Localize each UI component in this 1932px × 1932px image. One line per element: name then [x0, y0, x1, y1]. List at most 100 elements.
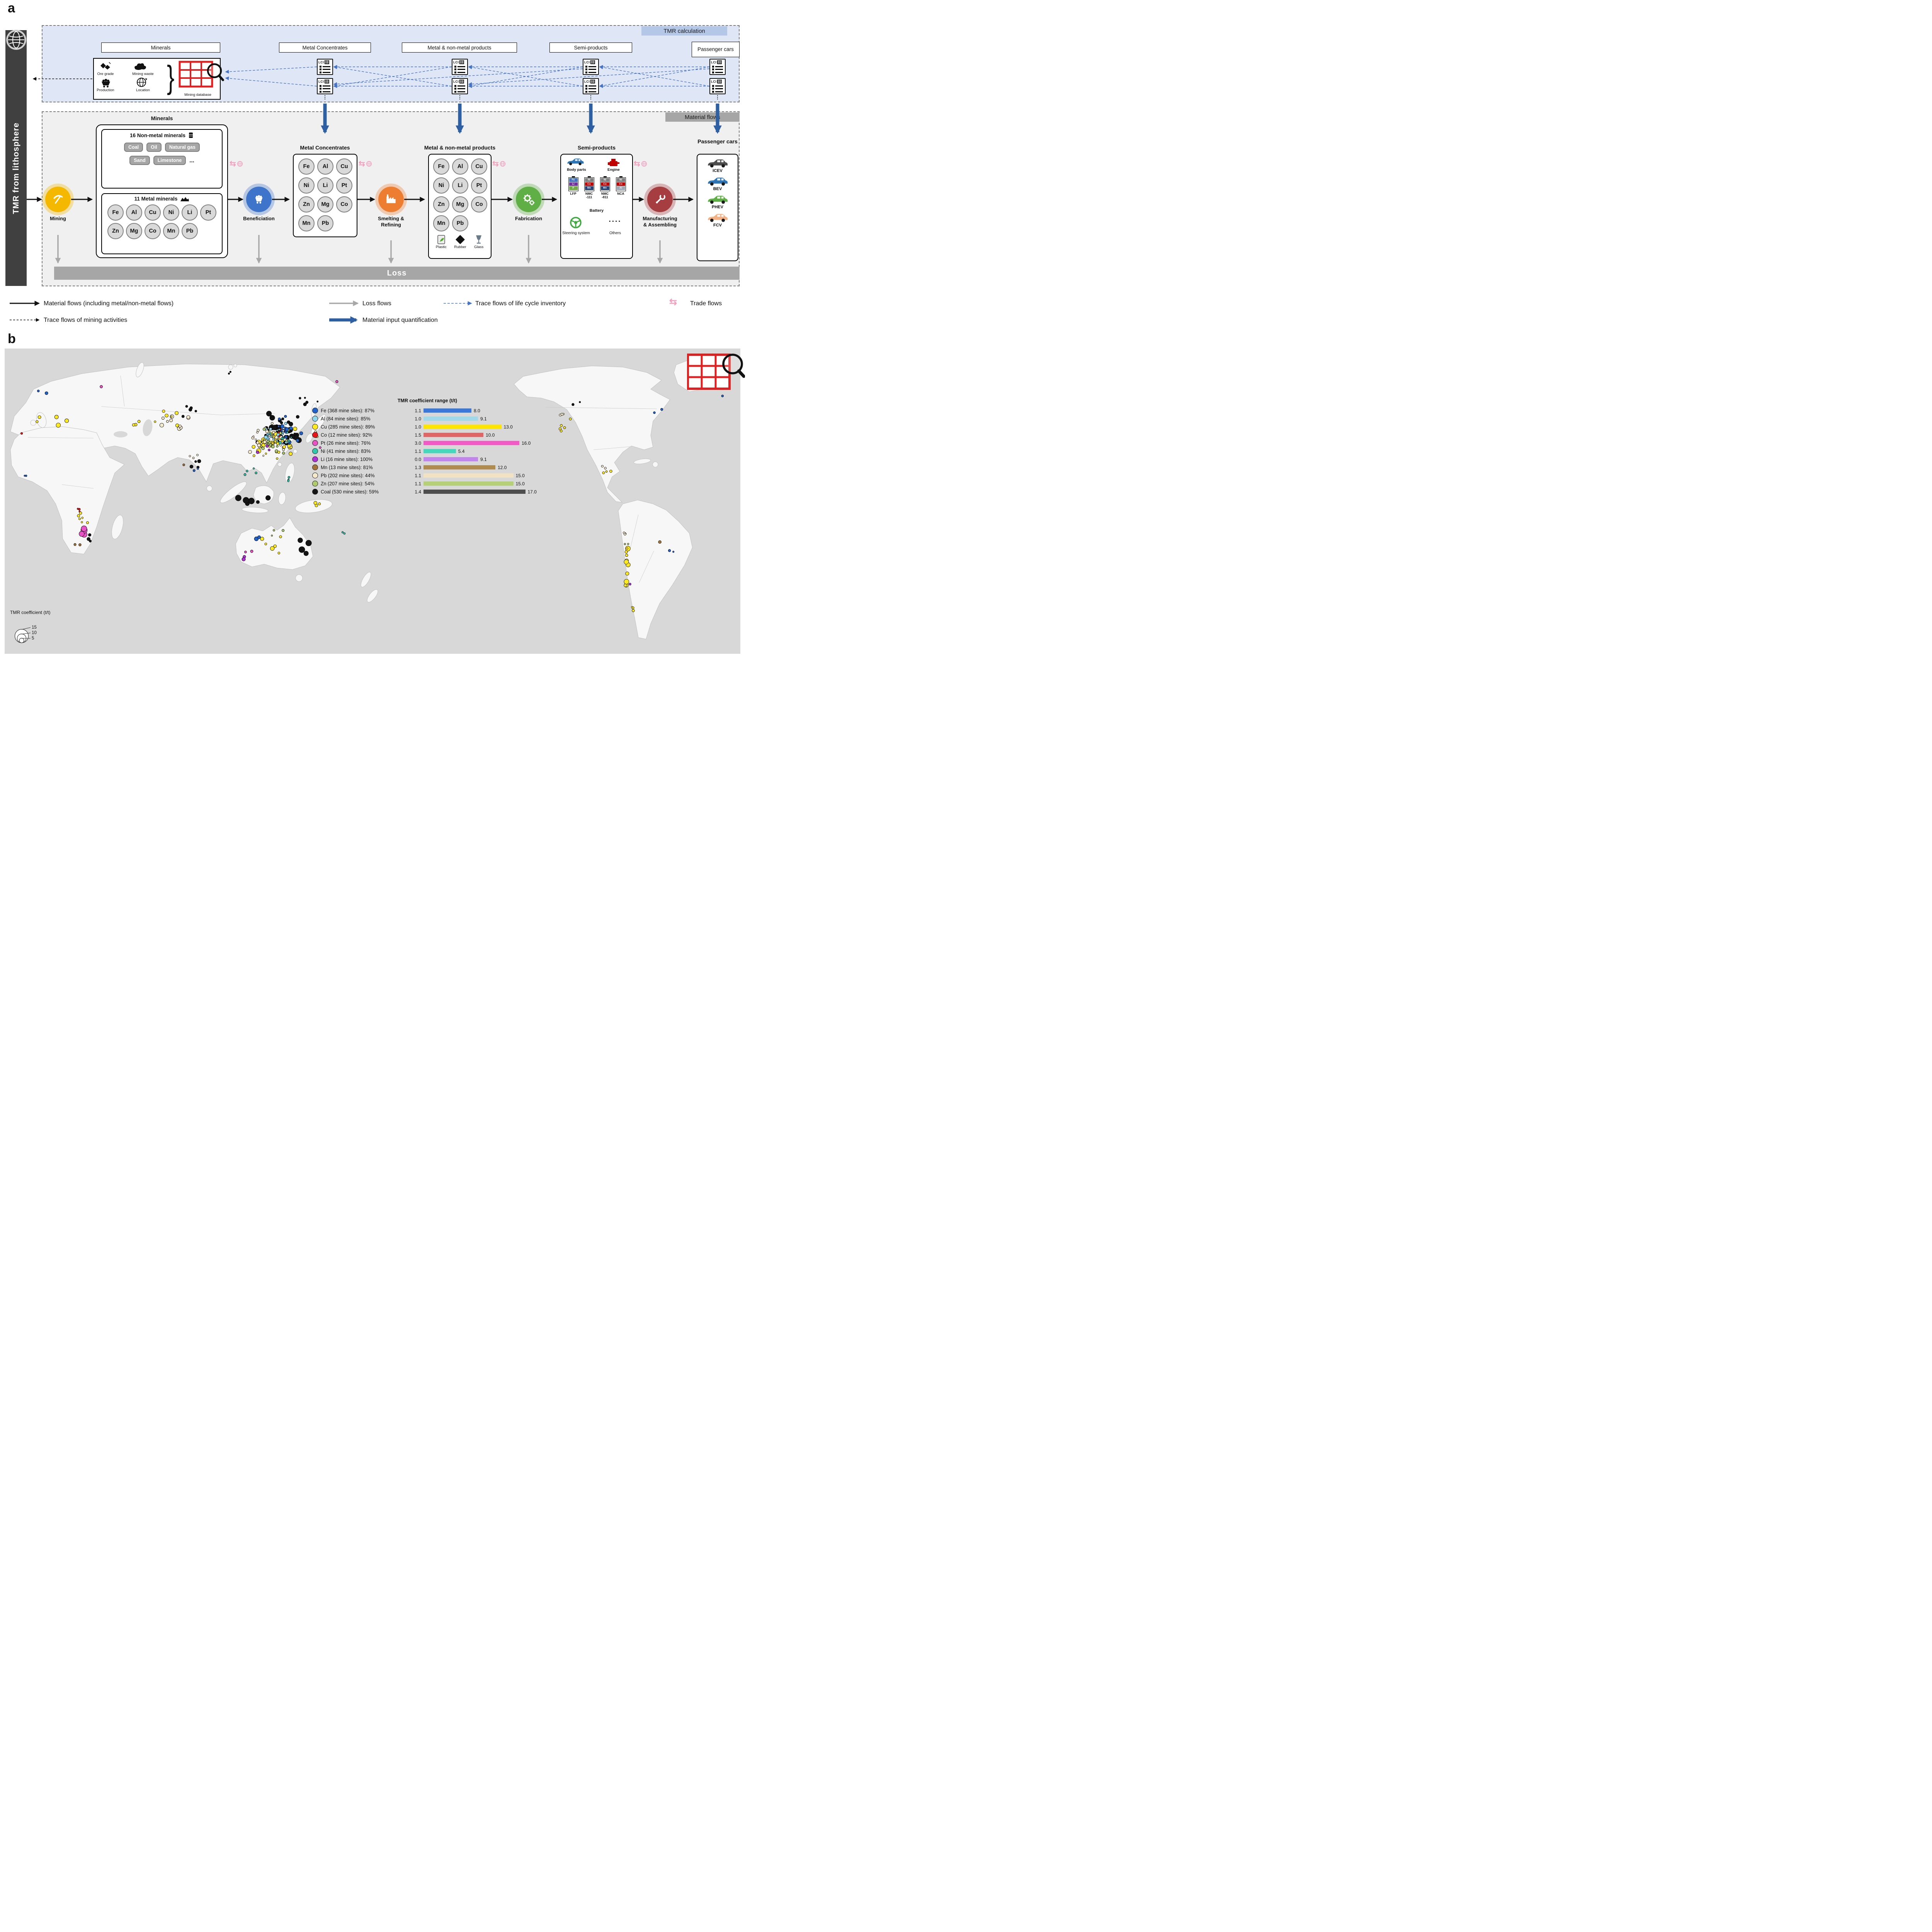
mine-site-dot-cu	[563, 426, 566, 429]
car-type-phev: PHEV	[707, 195, 728, 209]
lci-document: LCI	[452, 78, 468, 94]
mine-site-dot-cu	[277, 551, 281, 554]
lci-document: LCI	[317, 78, 333, 94]
mine-site-dot-pb	[192, 457, 195, 459]
mine-site-dot-pb	[604, 467, 607, 469]
mine-site-dot-ni	[243, 473, 247, 476]
mine-site-dot-pb	[196, 454, 199, 456]
mine-site-dot-cu	[86, 521, 89, 524]
mine-site-dot-mn	[73, 543, 77, 546]
mine-site-dot-cu	[313, 501, 318, 505]
barrel-icon	[189, 133, 193, 138]
lci-title: LCI	[711, 60, 717, 64]
magnifier-icon	[722, 354, 745, 378]
lci-title: LCI	[584, 60, 590, 64]
lci-document: LCI	[583, 59, 599, 75]
tmr-min: 1.3	[415, 464, 421, 470]
element-circle-fe: Fe	[298, 158, 315, 175]
mine-site-dot-co	[280, 428, 282, 430]
mine-site-dot-pb	[560, 413, 564, 416]
mine-site-dot-cu	[162, 410, 165, 413]
mineral-label: Ni (41 mine sites): 83%	[321, 448, 371, 454]
car-type-label: FCV	[713, 223, 722, 228]
tmr-calculation-tag: TMR calculation	[641, 26, 727, 36]
mine-site-dot-pb	[159, 423, 164, 427]
smelting-stage-circle	[378, 187, 404, 212]
pill-sand: Sand	[129, 156, 150, 165]
country-borders	[27, 375, 657, 583]
tmr-range-bar	[423, 408, 471, 413]
element-circle-cu: Cu	[471, 158, 487, 175]
lci-more-dots: ⋮	[322, 94, 328, 100]
mine-site-dot-cu	[289, 446, 293, 449]
mine-site-dot-al	[269, 427, 272, 430]
loss-bar: Loss	[54, 267, 740, 280]
mine-site-dot-zn	[262, 439, 265, 441]
mineral-swatch	[312, 440, 318, 446]
mine-site-dot-coal	[270, 415, 273, 417]
panel-b-label: b	[8, 332, 16, 346]
mine-site-dot-ni	[287, 476, 290, 479]
battery-name: NCA	[617, 191, 624, 196]
car-icon	[707, 177, 728, 186]
mineral-swatch	[312, 416, 318, 422]
mine-site-dot-pb	[166, 420, 169, 423]
mine-site-dot-fe	[284, 415, 287, 418]
element-circle-cu: Cu	[145, 204, 161, 221]
mine-site-dot-pb	[282, 430, 284, 432]
element-circle-mn: Mn	[298, 215, 315, 231]
battery-cell-mn: Mn	[585, 186, 594, 190]
stage-smelting: Smelting & Refining	[362, 187, 420, 228]
others-dots: ....	[609, 216, 622, 224]
mine-site-dot-coal	[194, 410, 197, 413]
nonmetal-minerals-box: 16 Non-metal minerals Coal Oil Natural g…	[101, 129, 223, 189]
battery-cell-co: Co	[585, 182, 594, 186]
mineral-label: Mn (13 mine sites): 81%	[321, 464, 373, 470]
mine-site-dot-cu	[626, 547, 628, 550]
battery-name: LFP	[570, 191, 577, 196]
mine-site-dot-coal	[272, 425, 277, 430]
mine-site-dot-pt	[81, 526, 87, 532]
mine-site-dot-coal	[303, 402, 307, 406]
tmr-min: 1.0	[415, 416, 421, 422]
mineral-swatch	[312, 448, 318, 454]
mine-site-dot-zn	[271, 445, 275, 449]
coal-pile-icon	[180, 197, 189, 201]
mc-flow-title: Metal Concentrates	[300, 145, 350, 151]
mine-site-dot-pb	[282, 448, 285, 451]
mine-site-dot-fe	[44, 391, 48, 395]
mine-site-dot-al	[267, 433, 269, 435]
mine-site-dot-zn	[265, 442, 268, 445]
mine-site-dot-co	[278, 435, 281, 437]
mine-site-dot-coal	[266, 411, 272, 417]
element-circle-mg: Mg	[452, 196, 468, 213]
pill-limestone: Limestone	[153, 156, 186, 165]
mine-site-dot-cu	[81, 521, 83, 524]
mine-site-dot-pb	[169, 418, 173, 422]
mineral-swatch	[312, 424, 318, 430]
battery-label: Battery	[589, 208, 604, 213]
battery-cell-ni: Ni	[585, 178, 594, 182]
mining-stage-label: Mining	[50, 216, 66, 221]
steering-wheel-icon	[570, 217, 582, 228]
mining-database-icon-b	[687, 354, 745, 390]
body-parts-label: Body parts	[567, 168, 586, 172]
mine-site-dot-fe	[285, 427, 289, 432]
tmr-max: 15.0	[515, 481, 525, 486]
mine-site-dot-cu	[631, 606, 633, 608]
mine-site-dot-pb	[601, 465, 604, 468]
mine-site-dot-cu	[37, 415, 41, 419]
mine-site-dot-coal	[289, 422, 293, 427]
mine-site-dot-ni	[343, 532, 346, 535]
beneficiation-stage-label: Beneficiation	[243, 216, 275, 221]
legend-trace-mining: Trace flows of mining activities	[44, 317, 128, 323]
element-circle-li: Li	[317, 177, 333, 194]
mine-site-dot-al	[284, 422, 287, 425]
battery-cell-fe: Fe	[569, 178, 578, 182]
rubber-icon	[456, 235, 465, 244]
stage-mining: Mining	[29, 187, 87, 222]
